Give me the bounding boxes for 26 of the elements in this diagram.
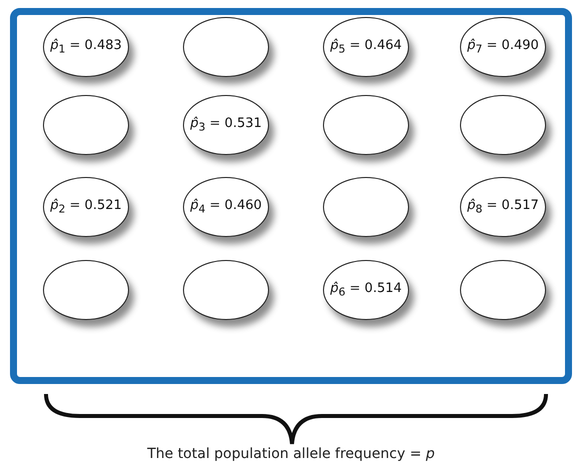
subpopulation-ellipse bbox=[183, 17, 269, 77]
allele-frequency-label: p̂$_{3}$ = 0.531 bbox=[190, 116, 262, 134]
subpopulation-ellipse bbox=[323, 177, 409, 237]
subpopulation-ellipse bbox=[183, 177, 269, 237]
allele-frequency-label: p̂$_{8}$ = 0.517 bbox=[467, 198, 539, 216]
subpopulation-ellipse bbox=[323, 95, 409, 155]
subpopulation-ellipse bbox=[43, 177, 129, 237]
allele-frequency-label: p̂$_{1}$ = 0.483 bbox=[50, 38, 122, 56]
allele-frequency-label: p̂$_{5}$ = 0.464 bbox=[330, 38, 402, 56]
subpopulation-ellipse bbox=[460, 177, 546, 237]
allele-frequency-label: p̂$_{4}$ = 0.460 bbox=[190, 198, 262, 216]
subpopulation-ellipse bbox=[183, 95, 269, 155]
subpopulation-ellipse bbox=[323, 260, 409, 320]
subpopulation-ellipse bbox=[460, 260, 546, 320]
subpopulation-ellipse bbox=[43, 95, 129, 155]
subpopulation-ellipse bbox=[460, 17, 546, 77]
allele-frequency-label: p̂$_{7}$ = 0.490 bbox=[467, 38, 539, 56]
subpopulation-ellipse bbox=[43, 260, 129, 320]
population-frame bbox=[10, 8, 572, 384]
subpopulation-ellipse bbox=[183, 260, 269, 320]
subpopulation-ellipse bbox=[43, 17, 129, 77]
allele-frequency-label: p̂$_{6}$ = 0.514 bbox=[330, 281, 402, 299]
subpopulation-ellipse bbox=[323, 17, 409, 77]
allele-frequency-label: p̂$_{2}$ = 0.521 bbox=[50, 198, 122, 216]
caption-text: The total population allele frequency = p bbox=[146, 446, 436, 462]
subpopulation-ellipse bbox=[460, 95, 546, 155]
